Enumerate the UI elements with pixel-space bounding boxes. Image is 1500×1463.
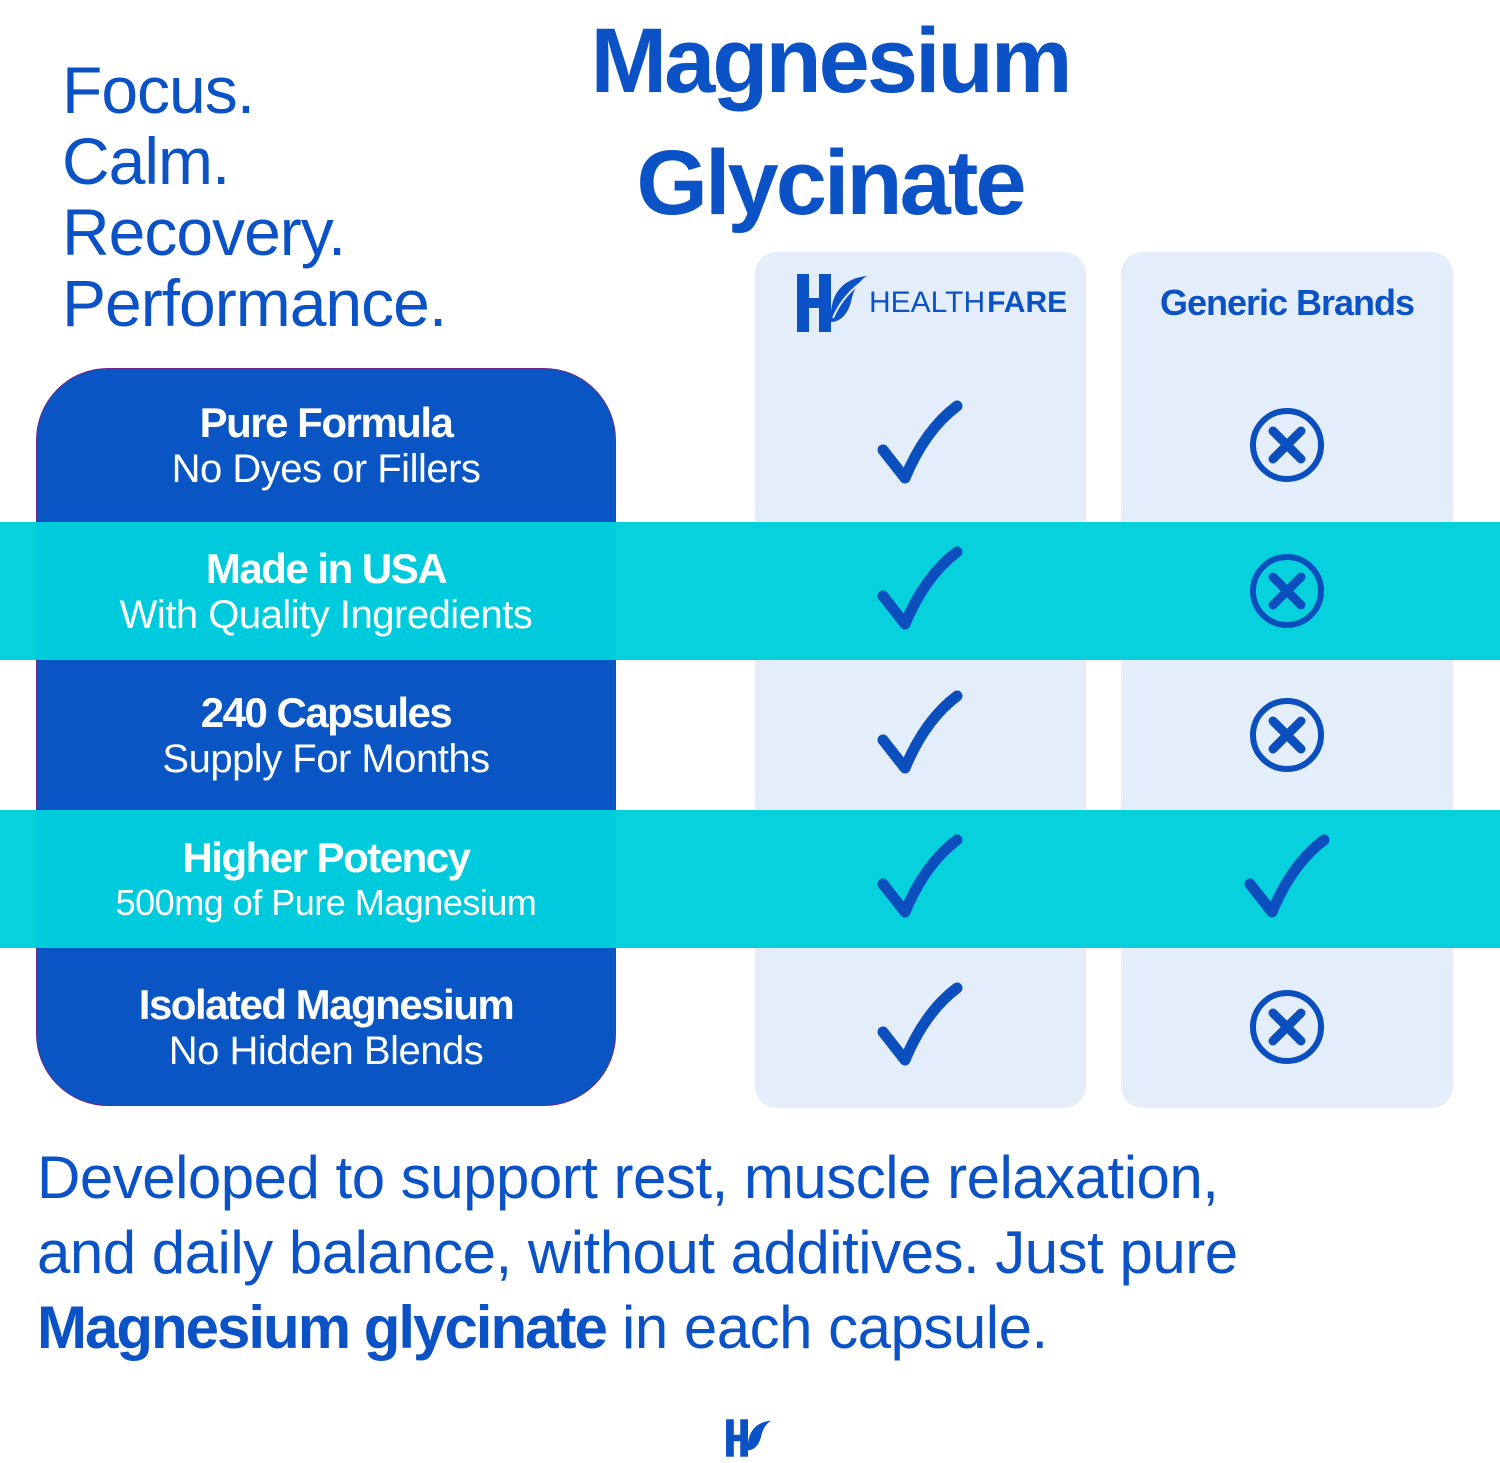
feature-subtitle: No Hidden Blends	[168, 1028, 484, 1073]
healthfare-leaf-logo-icon	[797, 274, 867, 332]
features-panel	[36, 368, 616, 1106]
generic-brands-header: Generic Brands	[1159, 282, 1415, 323]
feature-title: Made in USA	[205, 544, 448, 592]
generic-column	[1121, 252, 1453, 1108]
x-circle-icon	[1242, 546, 1332, 641]
feature-subtitle: 500mg of Pure Magnesium	[115, 882, 537, 923]
tagline-recovery: Recovery.	[62, 195, 346, 269]
check-icon	[875, 690, 965, 785]
x-circle-icon	[1242, 400, 1332, 495]
x-circle-icon	[1242, 982, 1332, 1077]
description-bold: Magnesium glycinate	[37, 1294, 608, 1361]
description: Developed to support rest, muscle relaxa…	[37, 1140, 1477, 1365]
title-line-2: Glycinate	[636, 132, 1026, 234]
page-title: Magnesium Glycinate	[520, 0, 1140, 244]
description-line: and daily balance, without additives. Ju…	[37, 1219, 1238, 1286]
tagline-calm: Calm.	[62, 124, 230, 198]
tagline-performance: Performance.	[62, 266, 447, 340]
feature-title: 240 Capsules	[200, 688, 453, 736]
tagline-focus: Focus.	[62, 53, 255, 127]
check-icon	[875, 982, 965, 1077]
x-circle-icon	[1242, 690, 1332, 785]
feature-title: Higher Potency	[182, 834, 471, 881]
description-tail: in each capsule.	[605, 1294, 1048, 1361]
feature-title: Pure Formula	[199, 398, 454, 446]
brand-name-bold: FARE	[987, 286, 1068, 319]
check-icon	[1242, 834, 1332, 929]
footer-logo	[722, 1418, 774, 1463]
check-icon	[875, 546, 965, 641]
feature-subtitle: Supply For Months	[162, 736, 490, 781]
title-line-1: Magnesium	[590, 10, 1072, 112]
tagline: Focus. Calm. Recovery. Performance.	[62, 53, 447, 340]
healthfare-column	[755, 252, 1086, 1108]
feature-title: Isolated Magnesium	[138, 980, 515, 1028]
feature-subtitle: With Quality Ingredients	[119, 592, 533, 637]
check-icon	[875, 834, 965, 929]
feature-subtitle: No Dyes or Fillers	[171, 446, 481, 491]
brand-name-light: HEALTH	[869, 286, 986, 319]
healthfare-leaf-logo-icon	[726, 1419, 772, 1457]
check-icon	[875, 400, 965, 495]
description-line: Developed to support rest, muscle relaxa…	[37, 1144, 1219, 1211]
